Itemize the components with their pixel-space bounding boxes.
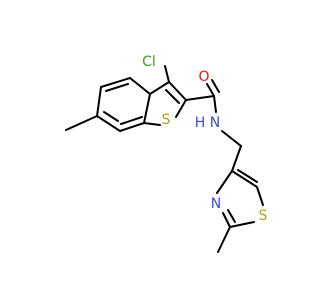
bond-thiophene-3 (175, 99, 187, 118)
bond-benzene-5 (119, 122, 145, 132)
thiazole-nitrogen-label: N (211, 196, 221, 212)
bond-thiophene-4 (143, 122, 161, 126)
amide-nitrogen-label: N (210, 115, 220, 131)
bond-thiazole-2 (256, 186, 264, 206)
molecule-structure: Cl O N H S N S (65, 54, 268, 253)
bond-benzene-2 (100, 77, 131, 88)
bond-amide (213, 95, 217, 113)
bond-benzene-1 (96, 86, 102, 117)
bond-carbonyl-o-1 (206, 83, 215, 97)
bond-thiazole-3 (229, 221, 255, 228)
bond-methyl-thiazole (217, 226, 231, 253)
bond-carbonyl-o-2 (211, 79, 220, 93)
bond-thiazole-1-inner (237, 169, 258, 183)
bonds (65, 65, 264, 253)
bond-thiophene-2-inner (165, 89, 180, 104)
amide-hydrogen-label: H (195, 115, 206, 131)
bond-benzene-2-inner (105, 83, 129, 92)
bond-benzene-6-inner (103, 111, 119, 122)
bond-thiazole-4 (222, 212, 231, 228)
bond-n-ch2 (221, 130, 242, 147)
chlorine-label: Cl (142, 54, 156, 70)
bond-ch2-thiazole (231, 145, 242, 172)
bond-benzene-3 (129, 77, 151, 95)
bond-carbonyl-carbon (185, 95, 215, 101)
thiazole-sulfur-label: S (259, 208, 268, 224)
atom-labels: Cl O N H S N S (142, 54, 267, 224)
bond-thiophene-2 (168, 81, 187, 101)
bond-thiazole-1 (231, 170, 258, 188)
bond-chlorine (164, 65, 170, 83)
bond-methyl-benzene (65, 115, 98, 131)
bond-thiazole-5 (216, 170, 233, 194)
structure-canvas: Cl O N H S N S (65, 54, 268, 253)
bond-benzene-5-inner (120, 116, 143, 125)
bond-thiazole-4-inner (227, 209, 236, 223)
bond-thiophene-1 (149, 81, 170, 95)
oxygen-label: O (198, 69, 209, 85)
benzothiophene-sulfur-label: S (162, 112, 171, 128)
bond-benzene-fusion (143, 93, 151, 124)
bond-benzene-6 (96, 115, 121, 132)
